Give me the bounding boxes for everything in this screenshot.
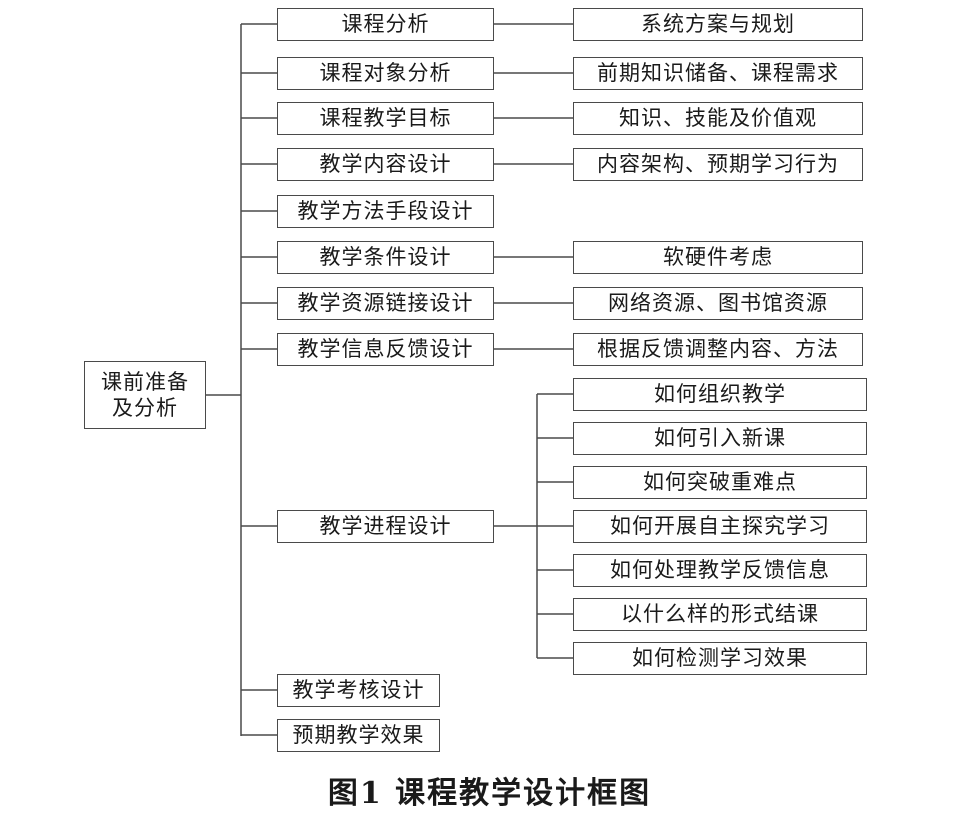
branch-label: 课程分析 [341, 12, 430, 37]
leaf-key-difficulties: 如何突破重难点 [573, 466, 867, 499]
root-node: 课前准备及分析 [84, 361, 206, 429]
leaf-lesson-ending: 以什么样的形式结课 [573, 598, 867, 631]
leaf-label: 内容架构、预期学习行为 [597, 152, 839, 177]
branch-label: 教学内容设计 [319, 152, 452, 177]
branch-label: 预期教学效果 [292, 723, 425, 748]
leaf-introduce-lesson: 如何引入新课 [573, 422, 867, 455]
leaf-label: 系统方案与规划 [641, 12, 795, 37]
leaf-organize-teaching: 如何组织教学 [573, 378, 867, 411]
figure-caption: 图1 课程教学设计框图 [327, 776, 652, 811]
root-label: 课前准备及分析 [101, 369, 189, 420]
leaf-hardware-software: 软硬件考虑 [573, 241, 863, 274]
leaf-network-library: 网络资源、图书馆资源 [573, 287, 863, 320]
leaf-assess-learning: 如何检测学习效果 [573, 642, 867, 675]
branch-content-design: 教学内容设计 [277, 148, 494, 181]
branch-condition-design: 教学条件设计 [277, 241, 494, 274]
leaf-label: 如何组织教学 [654, 382, 786, 407]
leaf-label: 软硬件考虑 [663, 245, 773, 270]
leaf-system-plan: 系统方案与规划 [573, 8, 863, 41]
branch-assessment-design: 教学考核设计 [277, 674, 440, 707]
branch-label: 教学信息反馈设计 [297, 337, 474, 362]
branch-label: 教学进程设计 [319, 514, 452, 539]
branch-label: 教学考核设计 [292, 678, 425, 703]
branch-resource-design: 教学资源链接设计 [277, 287, 494, 320]
leaf-label: 如何突破重难点 [643, 470, 797, 495]
leaf-label: 根据反馈调整内容、方法 [597, 337, 839, 362]
leaf-label: 以什么样的形式结课 [621, 602, 819, 627]
leaf-adjust-by-feedback: 根据反馈调整内容、方法 [573, 333, 863, 366]
branch-label: 教学资源链接设计 [297, 291, 474, 316]
leaf-knowledge-skills-values: 知识、技能及价值观 [573, 102, 863, 135]
branch-expected-outcome: 预期教学效果 [277, 719, 440, 752]
leaf-content-architecture: 内容架构、预期学习行为 [573, 148, 863, 181]
branch-course-analysis: 课程分析 [277, 8, 494, 41]
leaf-label: 前期知识储备、课程需求 [597, 61, 839, 86]
branch-label: 课程教学目标 [319, 106, 452, 131]
branch-process-design: 教学进程设计 [277, 510, 494, 543]
leaf-handle-feedback: 如何处理教学反馈信息 [573, 554, 867, 587]
branch-teaching-objectives: 课程教学目标 [277, 102, 494, 135]
leaf-label: 如何开展自主探究学习 [610, 514, 830, 539]
branch-learner-analysis: 课程对象分析 [277, 57, 494, 90]
branch-label: 教学方法手段设计 [297, 199, 474, 224]
branch-method-design: 教学方法手段设计 [277, 195, 494, 228]
leaf-label: 知识、技能及价值观 [619, 106, 817, 131]
branch-feedback-design: 教学信息反馈设计 [277, 333, 494, 366]
leaf-label: 如何处理教学反馈信息 [610, 558, 830, 583]
leaf-prior-knowledge: 前期知识储备、课程需求 [573, 57, 863, 90]
branch-label: 课程对象分析 [319, 61, 452, 86]
leaf-label: 如何检测学习效果 [632, 646, 808, 671]
branch-label: 教学条件设计 [319, 245, 452, 270]
leaf-label: 如何引入新课 [654, 426, 786, 451]
leaf-inquiry-learning: 如何开展自主探究学习 [573, 510, 867, 543]
leaf-label: 网络资源、图书馆资源 [608, 291, 828, 316]
